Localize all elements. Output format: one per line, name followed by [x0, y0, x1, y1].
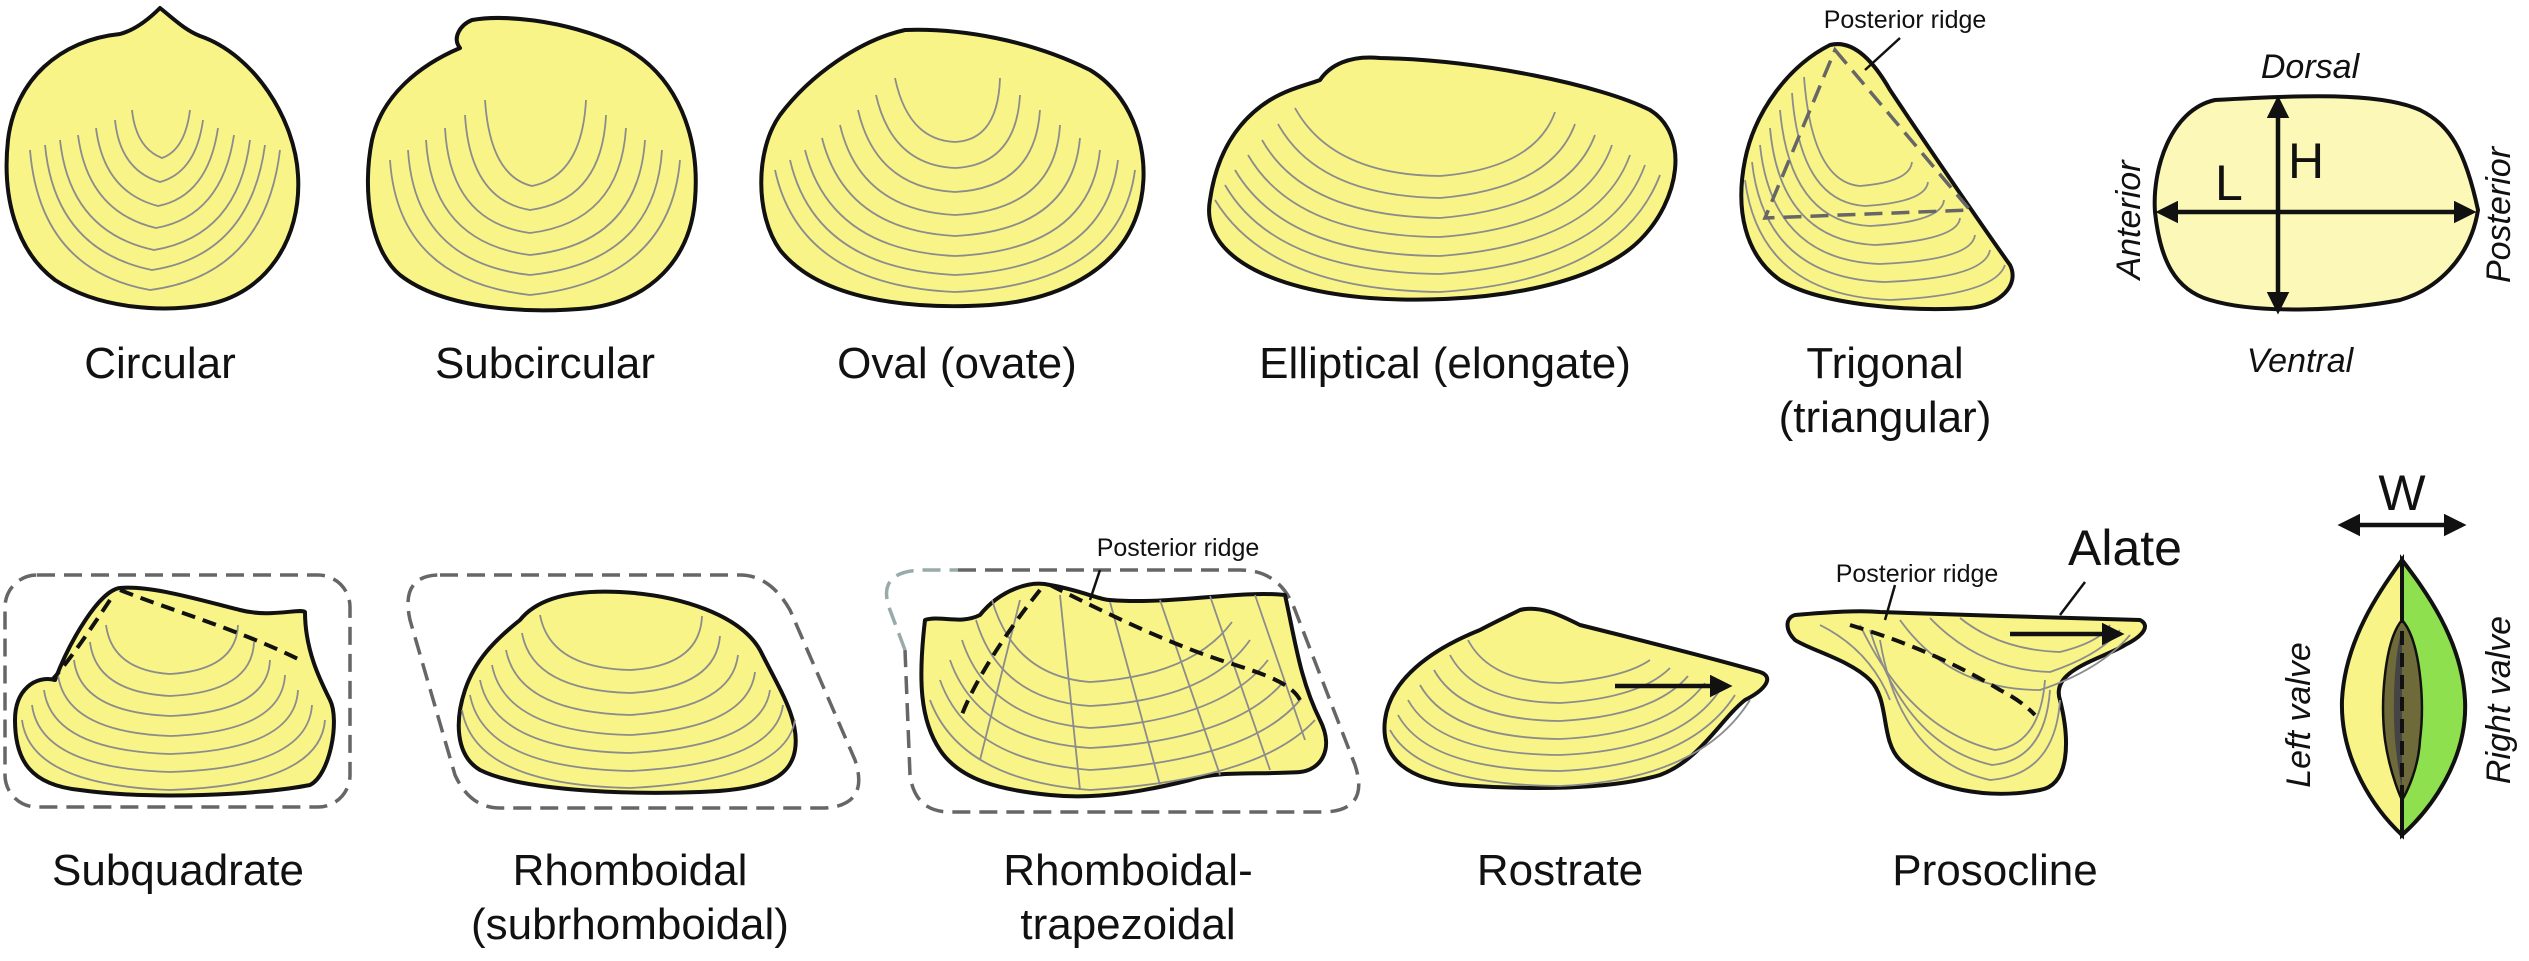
label-rhomboidal-trapezoidal-line1: Rhomboidal-: [1003, 846, 1252, 895]
shell-rhomboidal: [406, 573, 861, 810]
label-left-valve: Left valve: [2280, 642, 2318, 788]
shell-rhomboidal-trapezoidal: [884, 568, 1361, 814]
orientation-diagram: [2152, 94, 2481, 315]
label-width: W: [2378, 465, 2426, 521]
shell-trigonal: [1739, 37, 2015, 312]
label-rhomboidal-line2: (subrhomboidal): [471, 900, 789, 949]
label-rhomboidal-trapezoidal-line2: trapezoidal: [1020, 900, 1235, 949]
label-alate: Alate: [2068, 520, 2182, 576]
shell-subcircular: [365, 16, 698, 313]
label-trigonal-line2: (triangular): [1779, 393, 1992, 442]
shell-prosocline: [1785, 581, 2147, 796]
shell-circular: [4, 6, 301, 311]
valve-width-diagram: [2337, 513, 2468, 840]
label-dorsal: Dorsal: [2261, 48, 2361, 86]
label-right-valve: Right valve: [2480, 616, 2518, 784]
label-trigonal-line1: Trigonal: [1806, 339, 1963, 388]
label-elliptical: Elliptical (elongate): [1259, 339, 1631, 388]
label-subquadrate: Subquadrate: [52, 846, 304, 895]
label-oval: Oval (ovate): [837, 339, 1077, 388]
shell-subquadrate: [3, 573, 352, 809]
label-posterior-ridge-trigonal: Posterior ridge: [1824, 6, 1987, 34]
label-length: L: [2215, 155, 2243, 211]
label-anterior: Anterior: [2110, 159, 2148, 282]
label-posterior-ridge-prosocline: Posterior ridge: [1836, 560, 1999, 588]
shell-oval: [759, 27, 1146, 309]
shell-rostrate: [1382, 606, 1770, 790]
label-ventral: Ventral: [2247, 342, 2355, 380]
shell-elliptical: [1207, 55, 1678, 302]
label-rostrate: Rostrate: [1477, 846, 1643, 895]
label-posterior: Posterior: [2480, 145, 2518, 283]
label-posterior-ridge-rhomboidal-trapezoidal: Posterior ridge: [1097, 534, 1260, 562]
label-height: H: [2288, 133, 2324, 189]
label-circular: Circular: [84, 339, 236, 388]
label-prosocline: Prosocline: [1892, 846, 2097, 895]
label-subcircular: Subcircular: [435, 339, 655, 388]
label-rhomboidal-line1: Rhomboidal: [513, 846, 748, 895]
